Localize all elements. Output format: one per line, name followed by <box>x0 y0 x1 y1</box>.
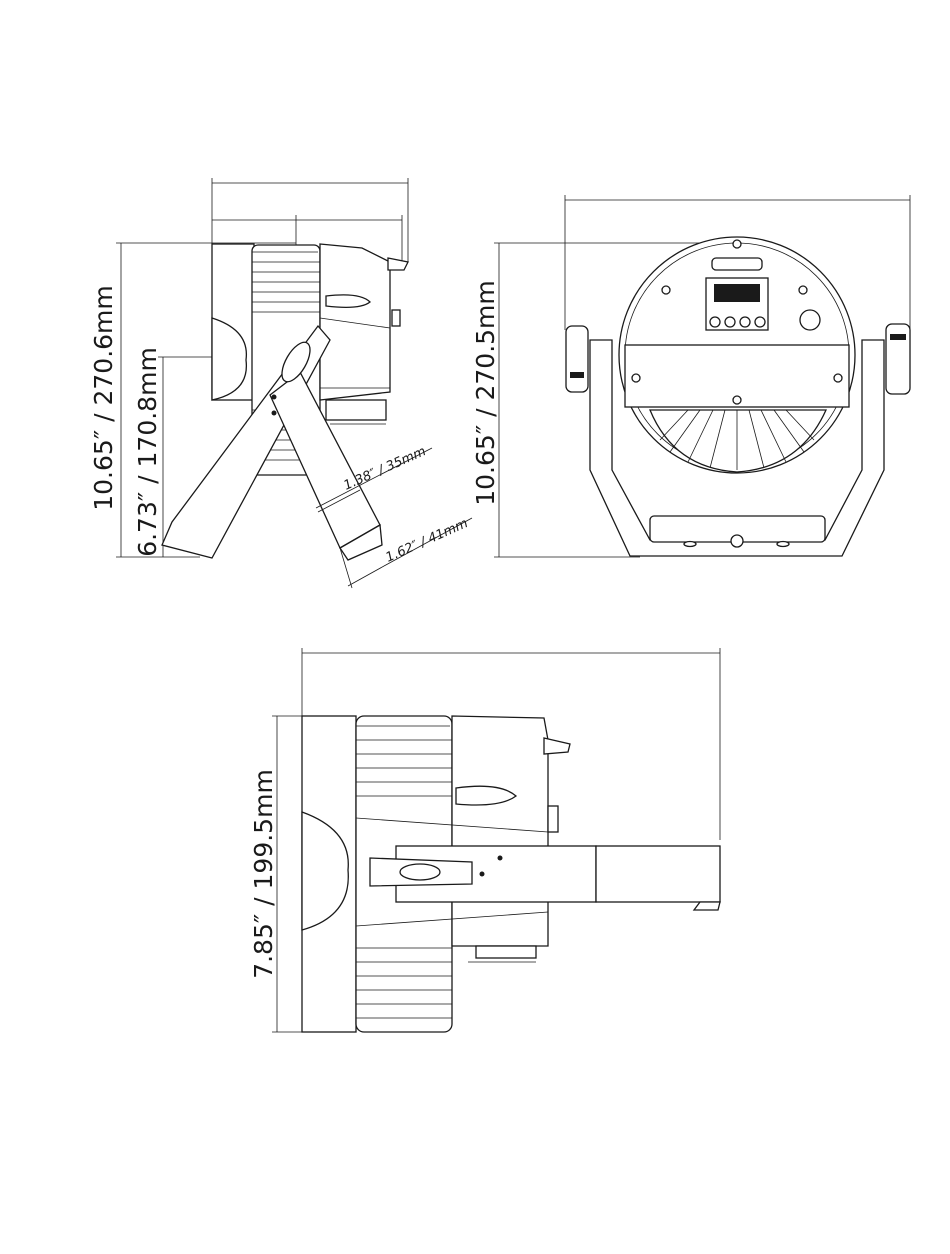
rear-view-housing <box>619 237 855 473</box>
side-view-yoke-label: 6.73″ / 170.8mm <box>133 347 162 557</box>
rear-view-height-label: 10.65″ / 270.5mm <box>471 280 500 506</box>
top-view-yoke-arm <box>370 846 720 910</box>
yoke-offset-small-label: 1.38″ / 35mm <box>342 444 429 494</box>
top-view-depth-label: 7.85″ / 199.5mm <box>249 769 278 979</box>
yoke-offset-large-label: 1.62″ / 41mm <box>384 516 471 566</box>
rear-view: 10.65″ / 270.5mm <box>471 195 910 557</box>
top-view: 7.85″ / 199.5mm <box>249 648 720 1032</box>
side-view: 10.65″ / 270.6mm 6.73″ / 170.8mm <box>89 178 472 588</box>
side-view-height-label: 10.65″ / 270.6mm <box>89 285 118 511</box>
